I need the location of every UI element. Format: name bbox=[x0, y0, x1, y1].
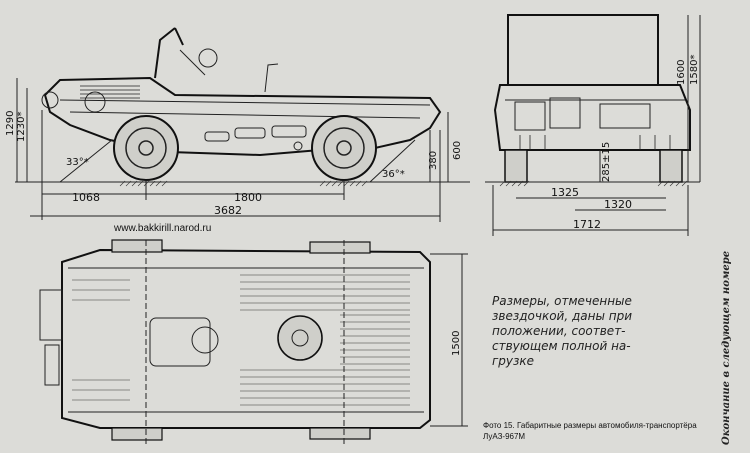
dim-track: 1325 bbox=[551, 186, 579, 199]
dim-overall-width: 1712 bbox=[573, 218, 601, 231]
dim-overall-length: 3682 bbox=[214, 204, 242, 217]
dim-height-1290: 1290 bbox=[5, 111, 16, 136]
figure-caption: Фото 15. Габаритные размеры автомобиля-т… bbox=[483, 421, 697, 441]
angle-departure: 36°* bbox=[382, 169, 405, 180]
dim-top-width: 1500 bbox=[451, 331, 462, 356]
front-view bbox=[485, 14, 701, 236]
side-view-labels: 1068 1800 3682 1290 1230* 380 600 33°* 3… bbox=[5, 111, 463, 217]
dim-wheelbase: 1800 bbox=[234, 191, 262, 204]
dim-front-overhang: 1068 bbox=[72, 191, 100, 204]
angle-approach: 33°* bbox=[66, 157, 89, 168]
front-view-labels: 1325 1320 1712 1600 1580* 285±15 bbox=[551, 55, 700, 231]
dim-ground-clearance: 380 bbox=[428, 151, 439, 170]
dim-height-1230: 1230* bbox=[16, 112, 27, 142]
site-url: www.bakkirill.narod.ru bbox=[114, 223, 212, 234]
top-view bbox=[39, 239, 468, 445]
load-note: Размеры, отмеченные звездочкой, даны при… bbox=[492, 294, 633, 368]
dim-clearance: 285±15 bbox=[601, 142, 612, 182]
continued-note: Окончание в следующем номере bbox=[721, 250, 732, 445]
top-view-labels: 1500 bbox=[451, 331, 462, 356]
dim-track-rear: 1320 bbox=[604, 198, 632, 211]
dim-height-1580: 1580* bbox=[689, 55, 700, 85]
side-view bbox=[15, 27, 470, 222]
dim-height-1600: 1600 bbox=[676, 60, 687, 85]
dim-frame-height: 600 bbox=[452, 141, 463, 160]
